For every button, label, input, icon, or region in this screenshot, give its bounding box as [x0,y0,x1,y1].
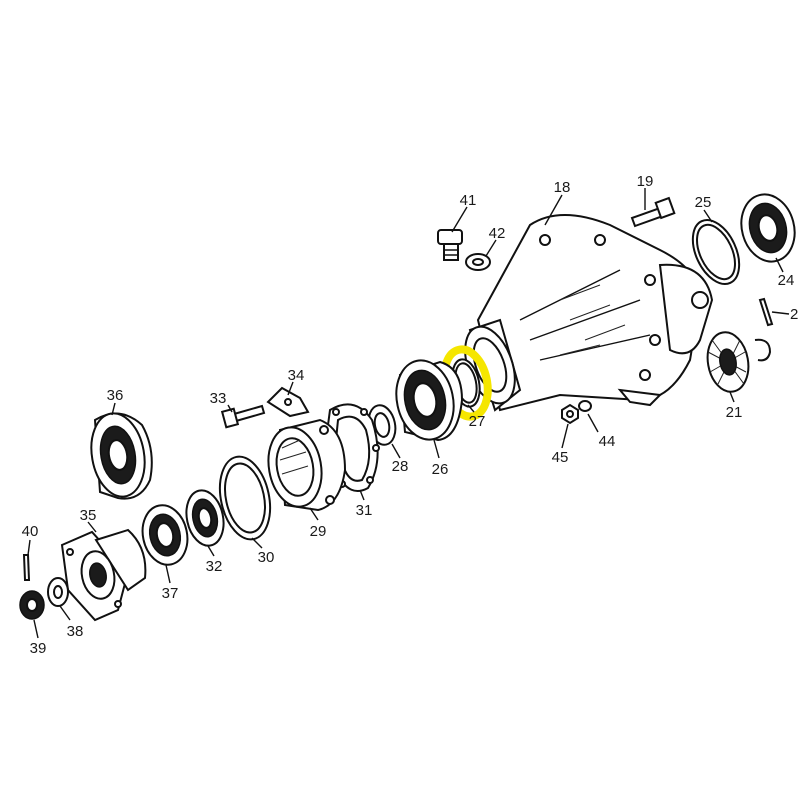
callout-30: 30 [258,549,275,566]
nut-45 [561,403,579,425]
callout-19: 19 [637,173,654,190]
pin-2 [758,297,774,327]
callout-40: 40 [22,523,39,540]
callout-25: 25 [695,194,712,211]
seal-36 [90,412,153,500]
callout-26: 26 [432,461,449,478]
callout-2: 2 [790,306,798,323]
callout-28: 28 [392,458,409,475]
callout-21: 21 [726,404,743,421]
split-pin-40 [22,554,31,581]
castle-nut-39 [19,590,45,620]
callout-44: 44 [599,433,616,450]
washer-44 [578,400,592,412]
gear-21 [706,331,772,393]
bearing-32 [185,489,225,547]
washer-38 [47,577,69,607]
callout-45: 45 [552,449,569,466]
callout-41: 41 [460,192,477,209]
differential-housing [464,214,714,412]
callout-34: 34 [288,367,305,384]
callout-36: 36 [107,387,124,404]
bearing-37 [141,504,189,566]
callout-33: 33 [210,390,227,407]
bolt-19 [630,196,676,228]
callout-31: 31 [356,502,373,519]
washer-42 [465,253,491,271]
flange-35 [60,528,147,622]
callout-35: 35 [80,507,97,524]
bearing-26 [395,359,464,442]
callout-37: 37 [162,585,179,602]
callout-29: 29 [310,523,327,540]
callout-24: 24 [778,272,795,289]
ring-25 [691,219,741,285]
bolt-33 [220,404,266,429]
cover-29 [267,418,347,512]
callout-38: 38 [67,623,84,640]
bracket-34 [266,386,310,418]
callout-32: 32 [206,558,223,575]
bearing-24 [740,193,796,263]
callout-39: 39 [30,640,47,657]
leader-lines [27,188,790,639]
callout-27: 27 [469,413,486,430]
callout-18: 18 [554,179,571,196]
callout-42: 42 [489,225,506,242]
filler-plug-41 [437,229,463,261]
callout-labels: 18 19 41 42 25 24 2 21 44 45 27 26 28 31… [22,173,799,657]
